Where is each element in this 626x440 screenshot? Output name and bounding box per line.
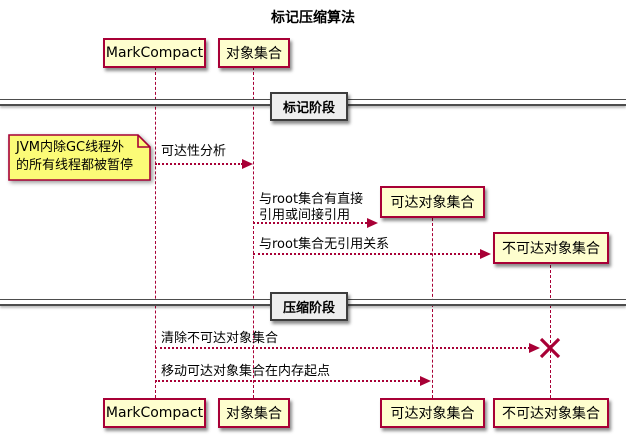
lifeline-unreachable-set bbox=[550, 265, 551, 398]
message-clear-unreachable-label: 清除不可达对象集合 bbox=[161, 331, 279, 346]
message-no-root-reference-line bbox=[253, 253, 480, 255]
diagram-title: 标记压缩算法 bbox=[271, 10, 355, 26]
message-no-root-reference-arrowhead-icon bbox=[480, 249, 491, 259]
participant-unreachable-set-created: 不可达对象集合 bbox=[493, 232, 609, 264]
message-clear-unreachable-line bbox=[155, 347, 530, 349]
divider-label-mark-phase: 标记阶段 bbox=[270, 92, 349, 121]
message-root-referenced-line bbox=[253, 222, 367, 224]
message-reachability-analysis-arrowhead-icon bbox=[242, 159, 253, 169]
message-reachability-analysis-line bbox=[155, 163, 243, 165]
destroy-x-icon bbox=[539, 337, 561, 359]
message-clear-unreachable-arrowhead-icon bbox=[529, 343, 540, 353]
lifeline-object-set bbox=[253, 67, 254, 398]
lifeline-reachable-set bbox=[432, 218, 433, 398]
participant-object-set-top: 对象集合 bbox=[218, 38, 290, 68]
message-move-reachable-line bbox=[155, 380, 420, 382]
message-move-reachable-label: 移动可达对象集合在内存起点 bbox=[161, 364, 331, 379]
note-text: JVM内除GC线程外 的所有线程都被暂停 bbox=[16, 139, 133, 175]
message-root-referenced-arrowhead-icon bbox=[367, 218, 378, 228]
note-shape bbox=[8, 134, 151, 181]
message-root-referenced-label-line2: 引用或间接引用 bbox=[259, 208, 351, 223]
lifeline-markcompact bbox=[155, 67, 156, 398]
message-no-root-reference-label: 与root集合无引用关系 bbox=[259, 237, 390, 252]
participant-reachable-set-bottom: 可达对象集合 bbox=[380, 398, 485, 428]
message-root-referenced-label-line1: 与root集合有直接 bbox=[259, 192, 364, 207]
participant-unreachable-set-bottom: 不可达对象集合 bbox=[493, 398, 609, 428]
participant-object-set-bottom: 对象集合 bbox=[218, 398, 290, 428]
participant-markcompact-bottom: MarkCompact bbox=[103, 398, 206, 428]
participant-reachable-set-created: 可达对象集合 bbox=[380, 186, 485, 218]
note-jvm-threads-paused: JVM内除GC线程外 的所有线程都被暂停 bbox=[8, 134, 151, 181]
message-move-reachable-arrowhead-icon bbox=[420, 376, 431, 386]
note-text-line1: JVM内除GC线程外 bbox=[16, 140, 125, 155]
note-text-line2: 的所有线程都被暂停 bbox=[16, 158, 134, 173]
divider-label-compact-phase: 压缩阶段 bbox=[270, 292, 349, 321]
message-reachability-analysis-label: 可达性分析 bbox=[161, 144, 227, 159]
participant-markcompact-top: MarkCompact bbox=[103, 38, 206, 68]
